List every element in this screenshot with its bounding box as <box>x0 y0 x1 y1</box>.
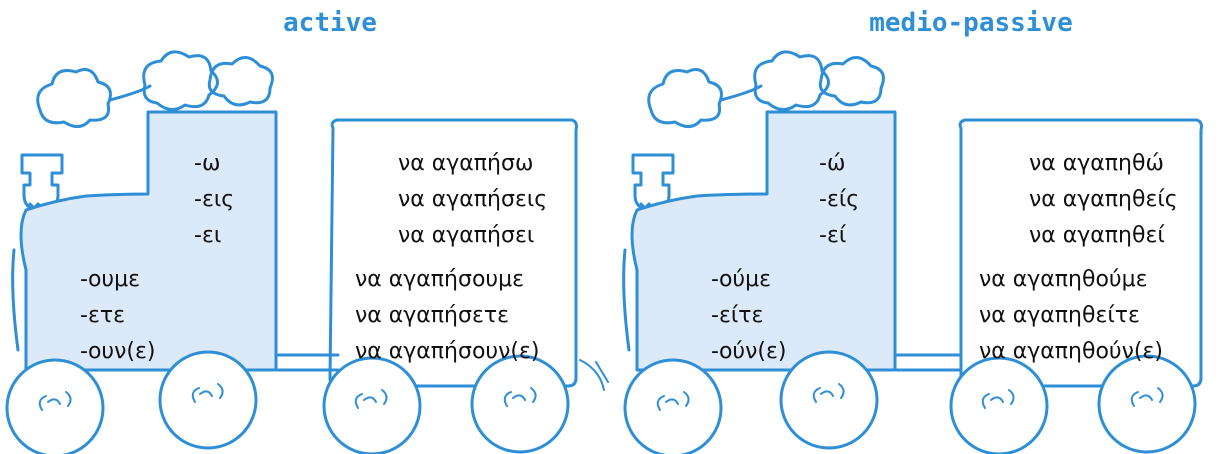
ending-2pl: -είτε <box>711 303 764 328</box>
ending-3pl: -ούν(ε) <box>711 339 787 364</box>
ending-2sg: -εις <box>194 187 235 212</box>
ending-1pl: -ούμε <box>711 267 772 292</box>
panel-title-medio-passive: medio-passive <box>869 8 1073 38</box>
form-2sg: να αγαπήσεις <box>398 187 548 212</box>
wheel-icon <box>623 350 1197 454</box>
form-1sg: να αγαπηθώ <box>1029 151 1164 176</box>
form-2sg: να αγαπηθείς <box>1029 187 1178 212</box>
active-panel: active <box>0 0 610 454</box>
ending-1sg: -ώ <box>819 151 846 176</box>
form-3pl: να αγαπήσουν(ε) <box>355 339 540 364</box>
form-1pl: να αγαπήσουμε <box>355 267 525 292</box>
ending-2sg: -είς <box>819 187 860 212</box>
ending-1pl: -ουμε <box>80 267 141 292</box>
form-2pl: να αγαπήσετε <box>355 303 509 328</box>
form-2pl: να αγαπηθείτε <box>979 303 1140 328</box>
smoke-cloud-icon <box>647 50 885 128</box>
wheel-icon <box>5 350 570 454</box>
form-1sg: να αγαπήσω <box>398 151 534 176</box>
form-1pl: να αγαπηθούμε <box>979 267 1148 292</box>
medio-passive-panel: medio-passive <box>611 0 1221 454</box>
train-illustration <box>622 50 1203 454</box>
ending-3pl: -ουν(ε) <box>80 339 156 364</box>
form-3sg: να αγαπήσει <box>398 223 535 248</box>
form-3sg: να αγαπηθεί <box>1029 223 1165 248</box>
ending-3sg: -ει <box>194 223 222 248</box>
ending-3sg: -εί <box>819 223 847 248</box>
ending-1sg: -ω <box>194 151 221 176</box>
train-illustration <box>5 50 609 454</box>
ending-2pl: -ετε <box>80 303 125 328</box>
panel-title-active: active <box>283 8 377 38</box>
smoke-cloud-icon <box>36 50 274 128</box>
form-3pl: να αγαπηθούν(ε) <box>979 339 1163 364</box>
